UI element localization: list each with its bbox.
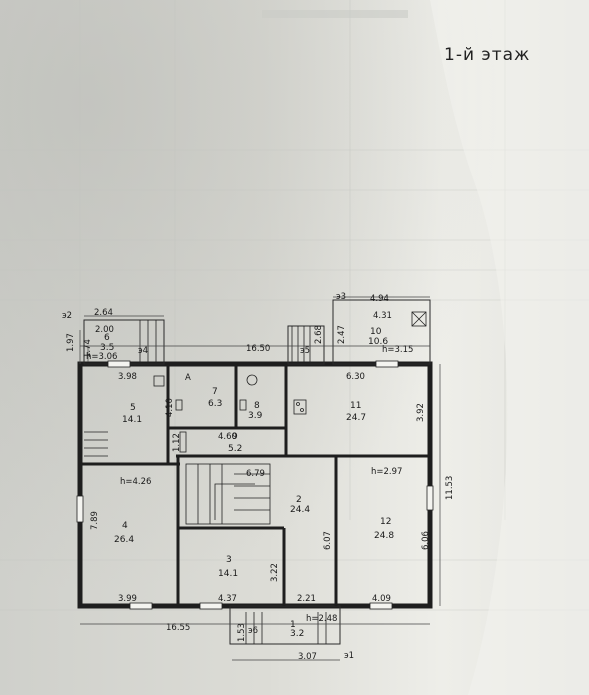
dim-room12-width: 4.09 [372,594,391,604]
mark-e2: э2 [62,311,72,321]
room-6-area: 3.5 [100,343,114,353]
room-12-number: 12 [380,517,391,527]
room-4-number: 4 [122,521,128,531]
dim-entry-width: 2.21 [297,594,316,604]
dim-right-total: 11.53 [445,476,455,500]
dim-porch-174: 1.74 [83,339,93,358]
dim-stair-268: 2.68 [314,325,324,344]
room-3-area: 14.1 [218,569,238,579]
windows [76,360,434,610]
dim-annex-inner: 4.31 [373,311,392,321]
fixtures [153,311,427,453]
floor-title: 1-й этаж [444,45,530,65]
room-5-number: 5 [130,403,136,413]
bleed-through-bar [262,10,408,18]
dim-porch-width: 2.64 [94,308,113,318]
dim-bottom-total: 16.55 [166,623,190,633]
dim-annex-width: 4.94 [370,294,389,304]
interior-walls [80,364,430,606]
dimension-lines [79,296,441,661]
dim-room3-width: 4.37 [218,594,237,604]
height-porch: h=3.06 [86,352,117,362]
dim-room2-depth: 6.07 [323,531,333,550]
staircase-top [245,326,327,644]
room-labels: 1 3.2 2 24.4 3 14.1 4 26.4 5 14.1 6 3.5 … [100,327,394,639]
entrance-marks: э2 э4 э5 э6 э1 э3 А [62,292,354,661]
dim-room3-depth: 3.22 [270,563,280,582]
dim-entry-depth: 1.53 [237,623,247,642]
dim-porch-inner: 2.00 [95,325,114,335]
staircase-porch [84,320,157,457]
room-12-area: 24.8 [374,531,394,541]
room-11-area: 24.7 [346,413,366,423]
room-6-number: 6 [104,333,110,343]
room-10-area: 10.6 [368,337,388,347]
height-main: h=4.26 [120,477,151,487]
height-annex: h=3.15 [382,345,413,355]
room-7-area: 6.3 [208,399,222,409]
mark-e1: э1 [344,651,354,661]
height-room12: h=2.97 [371,467,402,477]
dim-entry-bottom: 3.07 [298,652,317,662]
dim-room5-width: 3.98 [118,372,137,382]
room-1-number: 1 [290,620,296,630]
dim-room4-depth: 7.89 [90,511,100,530]
dim-room5-depth: 4.10 [165,398,175,417]
height-entry: h=2.48 [306,614,337,624]
dim-top-total: 16.50 [246,344,270,354]
room-11-number: 11 [350,401,361,411]
mark-A: А [185,373,191,383]
room-8-number: 8 [254,401,260,411]
room-2-number: 2 [296,495,302,505]
height-labels: h=3.06 h=3.15 h=4.26 h=2.97 h=2.48 [86,345,413,624]
room-2-area: 24.4 [290,505,310,515]
dim-room9-width: 4.60 [218,432,237,442]
mark-e6: э6 [248,626,258,636]
dim-stair-247: 2.47 [337,325,347,344]
room-3-number: 3 [226,555,232,565]
room-9-number: 9 [232,432,238,442]
staircase-main [185,463,271,525]
mark-e4: э4 [138,346,148,356]
room-9-area: 5.2 [228,444,242,454]
dim-room9-depth: 1.12 [172,433,182,452]
mark-e3: э3 [336,292,346,302]
light-glare [430,0,589,695]
room-8-area: 3.9 [248,411,263,421]
room-4-area: 26.4 [114,535,134,545]
room-1-area: 3.2 [290,629,304,639]
room-5-area: 14.1 [122,415,142,425]
dim-room11-width: 6.30 [346,372,365,382]
mark-e5: э5 [300,346,310,356]
dim-room11-depth: 3.92 [416,403,426,422]
dim-room4-width: 3.99 [118,594,137,604]
room-10-number: 10 [370,327,382,337]
dim-porch-197: 1.97 [66,333,76,352]
dim-room12-depth: 6.06 [421,531,431,550]
room-7-number: 7 [212,387,218,397]
dim-room2-width: 6.79 [246,469,265,479]
dimension-labels: 2.64 2.00 1.97 1.74 16.50 2.68 2.47 4.94… [66,294,455,662]
